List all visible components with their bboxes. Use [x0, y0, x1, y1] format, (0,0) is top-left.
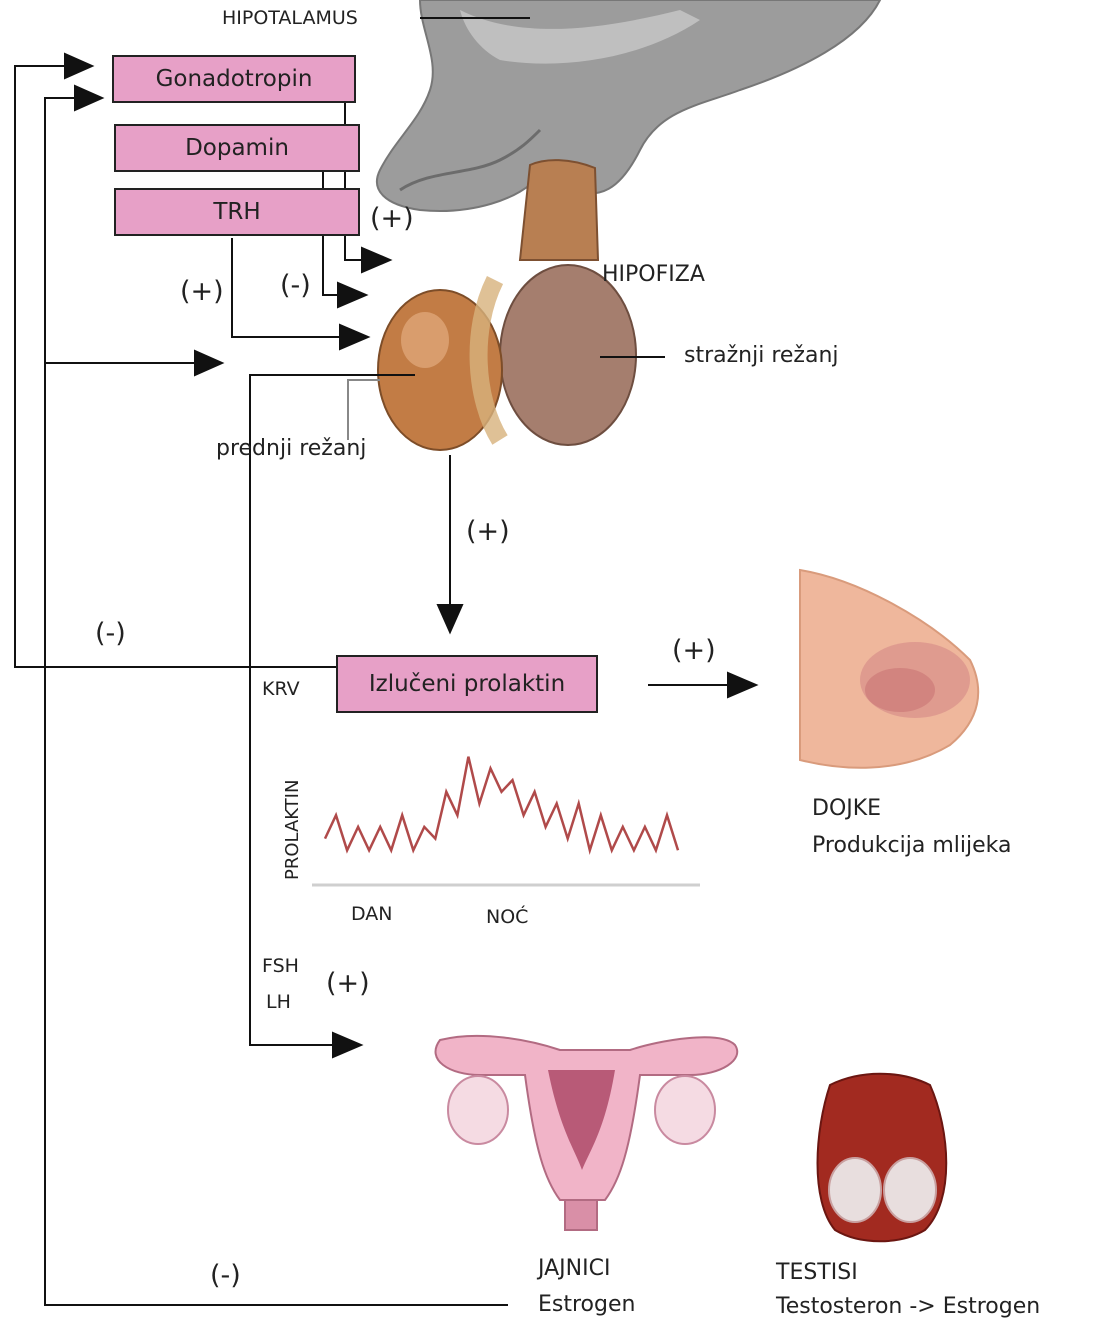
chart-series-line	[325, 757, 678, 851]
chart-xlabel-dan: DAN	[351, 905, 393, 924]
chart-ylabel: PROLAKTIN	[282, 780, 303, 880]
chart-xlabel-noc: NOĆ	[486, 908, 528, 927]
